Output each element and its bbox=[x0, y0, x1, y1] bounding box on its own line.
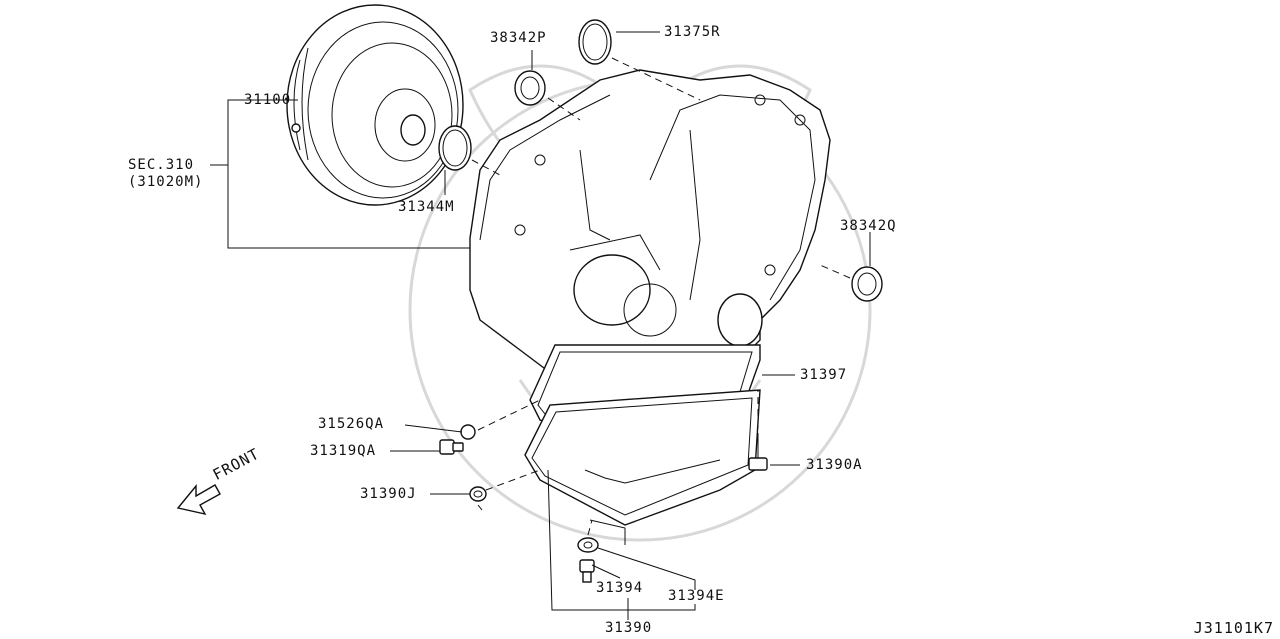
plug-qa bbox=[439, 439, 464, 455]
torque-converter bbox=[286, 4, 464, 206]
label-torque-converter: 31100 bbox=[244, 92, 292, 108]
diagram-id: J31101K7 bbox=[1193, 619, 1274, 637]
washer-qa bbox=[460, 424, 476, 440]
oil-seal-p bbox=[514, 70, 546, 106]
label-washer-qa: 31526QA bbox=[318, 416, 385, 432]
oil-seal-q bbox=[851, 266, 883, 302]
washer-j bbox=[469, 486, 487, 502]
label-drain-plug: 31394 bbox=[596, 580, 644, 596]
label-washer-j: 31390J bbox=[360, 486, 417, 502]
drain-plug bbox=[579, 559, 595, 583]
label-o-ring-m: 31344M bbox=[398, 199, 455, 215]
label-o-ring-r: 31375R bbox=[664, 24, 721, 40]
bolt-a bbox=[748, 440, 768, 471]
oil-pan bbox=[524, 389, 761, 545]
drain-washer bbox=[577, 537, 599, 553]
transmission-case bbox=[469, 69, 831, 410]
label-bolt-a: 31390A bbox=[806, 457, 863, 473]
label-sec-ref-line1: SEC.310 bbox=[128, 157, 195, 173]
label-oil-seal-q: 38342Q bbox=[840, 218, 897, 234]
leader-lines bbox=[210, 31, 871, 620]
label-drain-washer: 31394E bbox=[668, 588, 725, 604]
label-oil-pan: 31390 bbox=[605, 620, 653, 636]
label-oil-seal-p: 38342P bbox=[490, 30, 547, 46]
label-sec-ref-line2: (31020M) bbox=[128, 174, 204, 190]
label-pan-gasket: 31397 bbox=[800, 367, 848, 383]
alignment-lines bbox=[471, 57, 851, 536]
label-plug-qa: 31319QA bbox=[310, 443, 377, 459]
o-ring-r bbox=[578, 19, 612, 65]
o-ring-m bbox=[438, 125, 472, 171]
front-arrow-icon bbox=[176, 484, 221, 516]
